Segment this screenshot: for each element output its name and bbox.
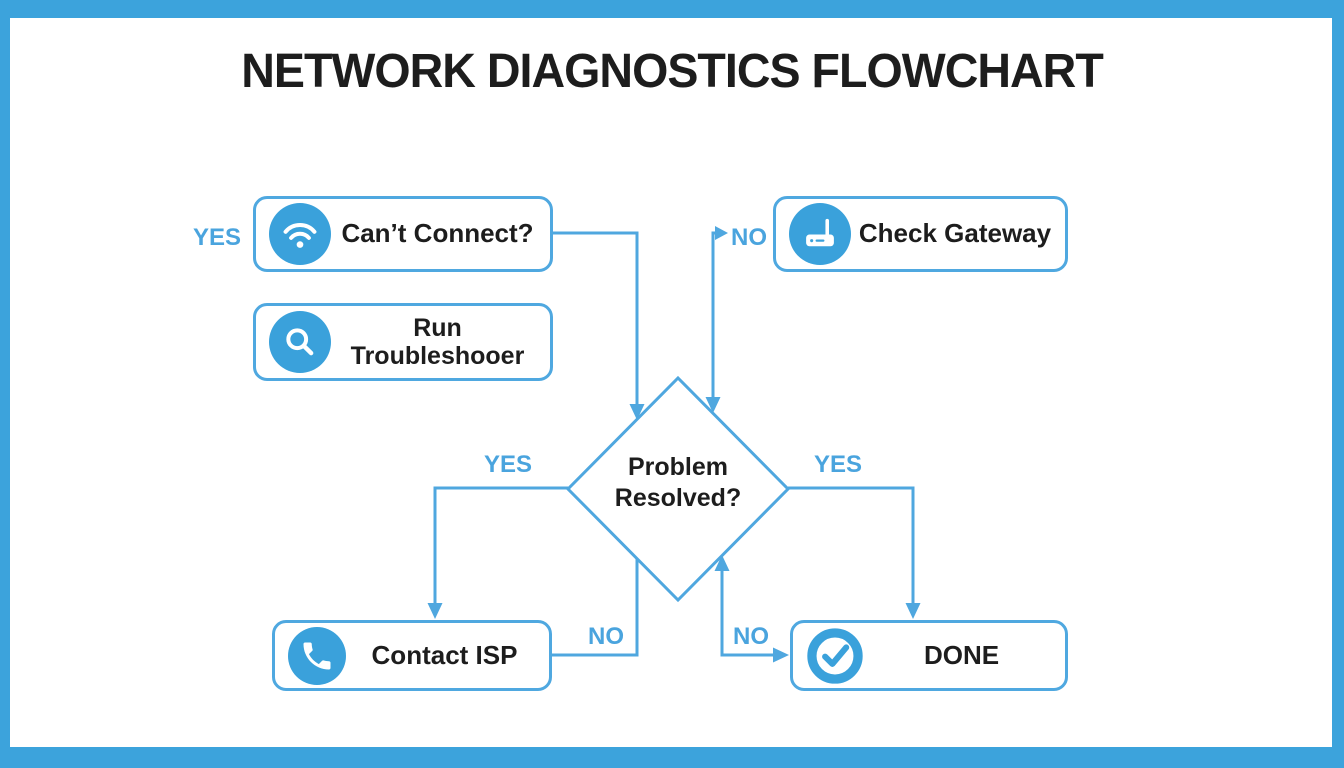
edge-label-no-done: NO bbox=[733, 623, 769, 650]
frame-bottom bbox=[0, 747, 1344, 768]
node-cant-connect: Can’t Connect? bbox=[253, 196, 553, 272]
node-run-troubleshooter: Run Troubleshooer bbox=[253, 303, 553, 381]
node-label: Can’t Connect? bbox=[341, 218, 534, 249]
frame-right bbox=[1332, 0, 1344, 768]
node-done: DONE bbox=[790, 620, 1068, 691]
page-title: NETWORK DIAGNOSTICS FLOWCHART bbox=[241, 45, 1104, 98]
search-icon bbox=[269, 311, 331, 373]
node-label-line2: Troubleshooer bbox=[350, 342, 525, 370]
check-icon bbox=[806, 626, 864, 685]
phone-icon bbox=[288, 626, 346, 685]
edge-label-yes-cant-connect: YES bbox=[192, 224, 242, 251]
node-check-gateway: Check Gateway bbox=[773, 196, 1068, 272]
decision-label: Problem Resolved? bbox=[598, 452, 758, 515]
frame-left bbox=[0, 0, 10, 768]
router-icon bbox=[789, 203, 851, 265]
decision-line1: Problem bbox=[627, 453, 729, 481]
node-label: DONE bbox=[923, 639, 1000, 670]
decision-diamond bbox=[565, 375, 791, 603]
node-label: Check Gateway bbox=[858, 218, 1052, 249]
edge-label-yes-done: YES bbox=[813, 451, 863, 478]
node-label: Run Troubleshooer bbox=[331, 314, 550, 370]
wifi-icon bbox=[269, 203, 331, 265]
edge-label-no-contact-isp: NO bbox=[588, 623, 624, 650]
edge-label-no-check-gateway: NO bbox=[731, 224, 767, 251]
edge-label-yes-contact-isp: YES bbox=[483, 451, 533, 478]
frame-top bbox=[0, 0, 1344, 18]
decision-line2: Resolved? bbox=[614, 484, 742, 513]
node-contact-isp: Contact ISP bbox=[272, 620, 552, 691]
node-label: Contact ISP bbox=[371, 639, 518, 670]
node-label-line1: Run bbox=[413, 314, 462, 342]
